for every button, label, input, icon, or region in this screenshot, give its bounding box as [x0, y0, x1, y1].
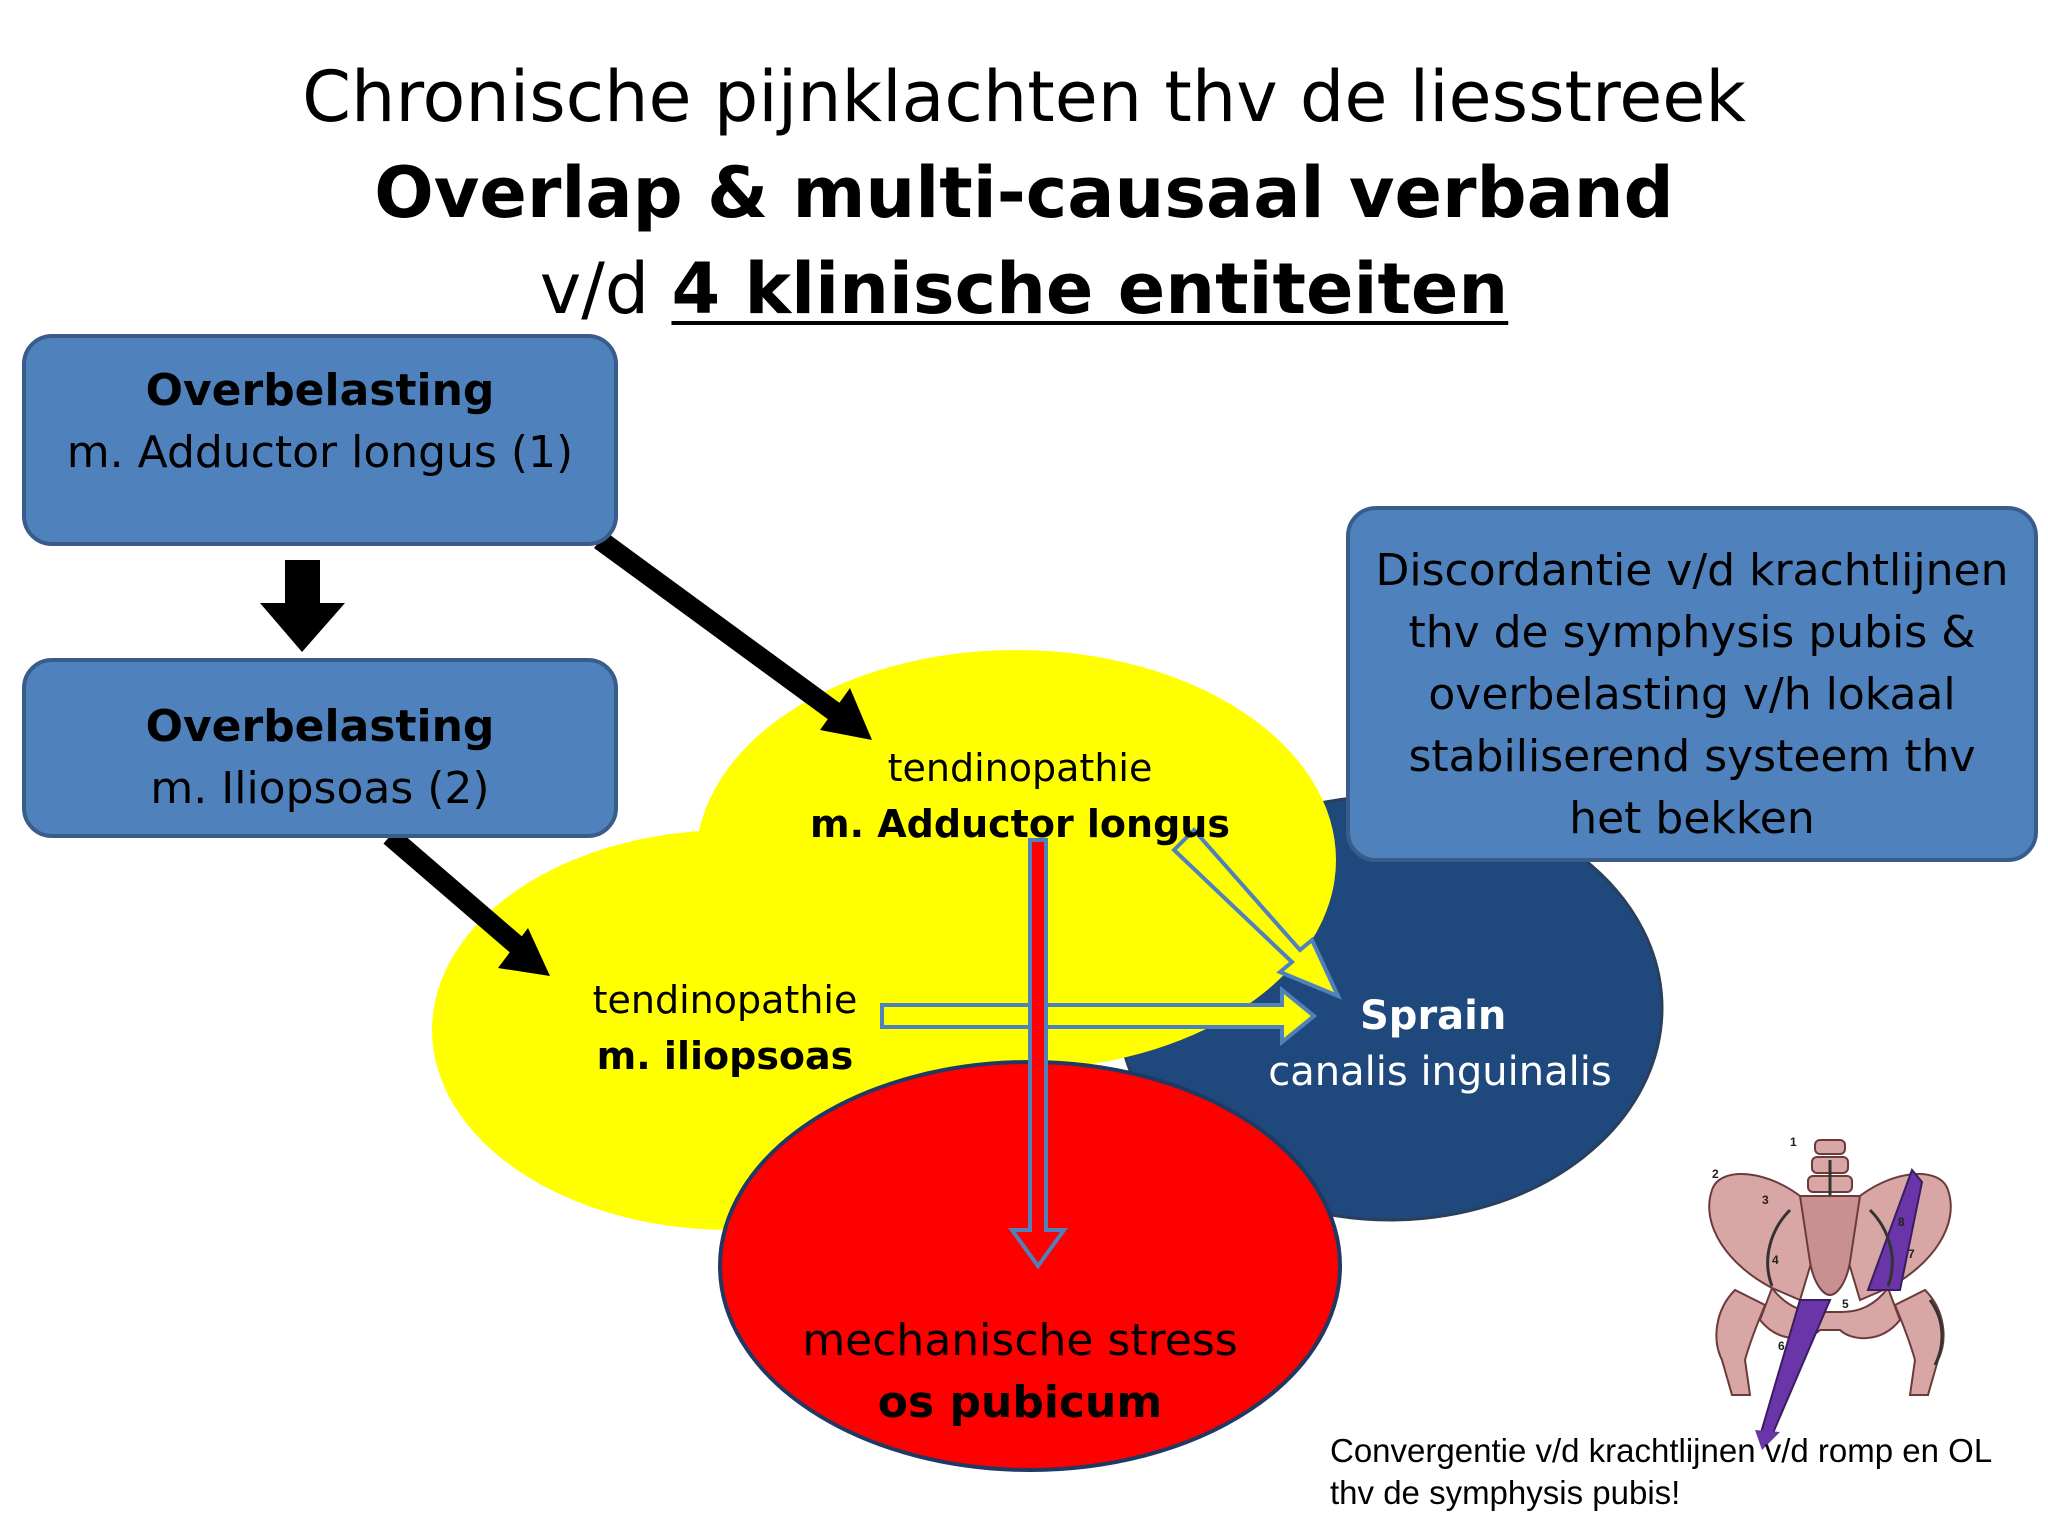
- sprain-label: Sprain canalis inguinalis: [1250, 988, 1630, 1100]
- title-line-1: Chronische pijnklachten thv de liesstree…: [302, 56, 1746, 138]
- pelvis-number-1: 1: [1790, 1135, 1797, 1149]
- discordance-line: thv de symphysis pubis &: [1408, 607, 1976, 658]
- iliopsoas-tendinopathy-text: tendinopathie: [592, 978, 858, 1022]
- pubic-stress-bold: os pubicum: [877, 1377, 1163, 1428]
- pelvis-caption-line-1: Convergentie v/d krachtlijnen v/d romp e…: [1330, 1432, 1993, 1469]
- sprain-bold: Sprain: [1360, 993, 1507, 1039]
- pubic-stress-label: mechanische stress os pubicum: [760, 1310, 1280, 1434]
- adductor-tendinopathy-bold: m. Adductor longus: [810, 802, 1230, 846]
- pelvis-number-3: 3: [1762, 1193, 1769, 1207]
- iliopsoas-tendinopathy-label: tendinopathie m. iliopsoas: [560, 972, 890, 1084]
- discordance-line: Discordantie v/d krachtlijnen: [1375, 545, 2009, 596]
- iliopsoas-tendinopathy-bold: m. iliopsoas: [596, 1034, 854, 1078]
- pelvis-number-4: 4: [1772, 1253, 1779, 1267]
- arrow-iliopsoas-to-sprain: [880, 985, 1318, 1047]
- discordance-line: het bekken: [1569, 793, 1815, 844]
- pelvis-caption: Convergentie v/d krachtlijnen v/d romp e…: [1330, 1430, 2030, 1514]
- pelvis-number-2: 2: [1712, 1167, 1719, 1181]
- pelvis-caption-line-2: thv de symphysis pubis!: [1330, 1474, 1681, 1511]
- pelvis-number-5: 5: [1842, 1297, 1849, 1311]
- adductor-overload-heading: Overbelasting: [145, 365, 495, 416]
- sprain-text: canalis inguinalis: [1268, 1049, 1612, 1095]
- title-line-3-prefix: v/d: [539, 248, 672, 330]
- pelvis-number-7: 7: [1908, 1247, 1915, 1261]
- adductor-overload-text: m. Adductor longus (1): [66, 427, 574, 478]
- pelvis-number-6: 6: [1778, 1339, 1785, 1353]
- iliopsoas-overload-box: Overbelasting m. Iliopsoas (2): [22, 658, 618, 838]
- iliopsoas-overload-heading: Overbelasting: [145, 701, 495, 752]
- discordance-line: stabiliserend systeem thv: [1408, 731, 1976, 782]
- adductor-tendinopathy-text: tendinopathie: [887, 746, 1153, 790]
- title-line-3-underlined: 4 klinische entiteiten: [671, 248, 1509, 330]
- discordance-line: overbelasting v/h lokaal: [1428, 669, 1956, 720]
- discordance-box: Discordantie v/d krachtlijnen thv de sym…: [1346, 506, 2038, 862]
- black-arrows: [260, 531, 872, 976]
- adductor-tendinopathy-label: tendinopathie m. Adductor longus: [780, 740, 1260, 852]
- arrow-adductor-to-pubic: [1008, 838, 1068, 1270]
- pelvis-figure: 1 2 3 4 5 6 7 8: [1708, 1135, 1952, 1450]
- pubic-stress-text: mechanische stress: [802, 1315, 1238, 1366]
- title-line-3: v/d 4 klinische entiteiten: [0, 244, 2048, 334]
- adductor-overload-box: Overbelasting m. Adductor longus (1): [22, 334, 618, 546]
- arrow-box1-to-adductor: [594, 531, 841, 721]
- down-arrow: [260, 560, 345, 652]
- arrow-adductor-to-sprain: [1171, 827, 1342, 1000]
- iliopsoas-overload-text: m. Iliopsoas (2): [150, 763, 490, 814]
- title-line-2: Overlap & multi-causaal verband: [374, 152, 1674, 234]
- force-line-upper: [1866, 1168, 1924, 1291]
- arrow-box2-to-iliopsoas: [383, 828, 527, 956]
- pelvis-number-8: 8: [1898, 1215, 1905, 1229]
